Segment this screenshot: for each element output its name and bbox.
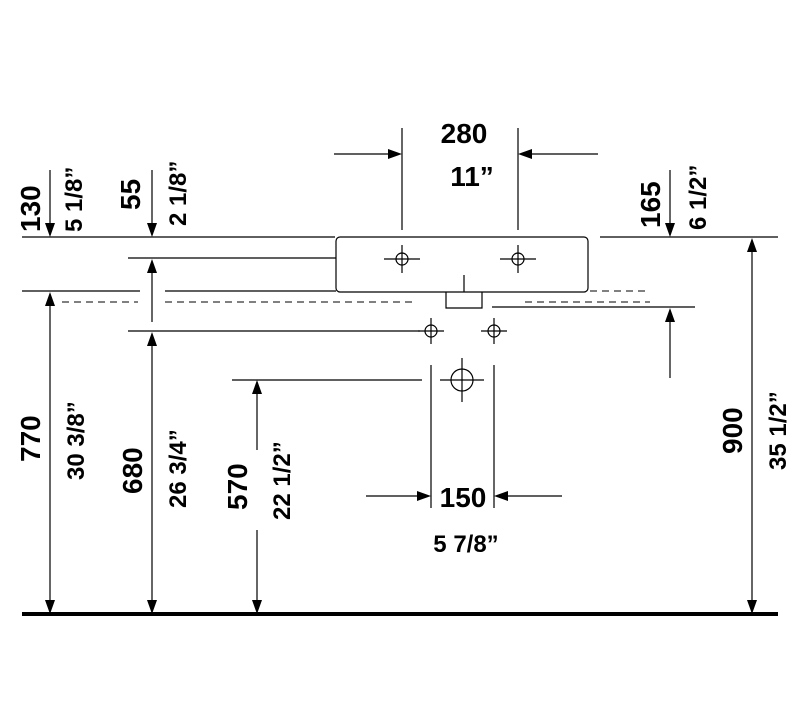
height-900-mm-label: 900 (717, 407, 748, 454)
waste-connection (440, 358, 484, 402)
height-570-head-top (252, 380, 262, 394)
width-arrow-left-head (388, 149, 402, 159)
supply-connection-right (481, 318, 507, 344)
height-770-in-label: 30 3/8” (63, 401, 90, 480)
height-680-in-label: 26 3/4” (165, 429, 192, 508)
spacing-arrow-right-head (494, 491, 508, 501)
spacing-arrow-left-head (417, 491, 431, 501)
supply-connection-left (418, 318, 444, 344)
height-570-head-bottom (252, 600, 262, 614)
depth-right-mm-label: 165 (635, 181, 666, 228)
offset-left-mm-label: 130 (15, 185, 46, 232)
height-680-head-top (147, 332, 157, 346)
drain-stub (445, 292, 483, 309)
height-680-head-bottom (147, 600, 157, 614)
height-900-head-top (747, 238, 757, 252)
depth-right-in-label: 6 1/2” (685, 165, 712, 230)
height-570-mm-label: 570 (222, 463, 253, 510)
basin-outline (335, 236, 589, 293)
depth-right-arrow-up-head (665, 308, 675, 322)
offset-mid-mm-label: 55 (115, 179, 146, 210)
height-900-head-bottom (747, 600, 757, 614)
offset-mid-in-label: 2 1/8” (165, 161, 192, 226)
offset-left-arrow-head (45, 223, 55, 237)
offset-left-in-label: 5 1/8” (61, 167, 88, 232)
tap-hole-left (384, 245, 420, 273)
height-570-in-label: 22 1/2” (269, 441, 296, 520)
depth-right-arrow-head (665, 223, 675, 237)
spacing-mm-label: 150 (440, 482, 487, 513)
offset-mid-arrow-head (147, 223, 157, 237)
height-770-head-top (45, 292, 55, 306)
width-arrow-right-head (518, 149, 532, 159)
height-680-mm-label: 680 (117, 447, 148, 494)
height-900-in-label: 35 1/2” (765, 391, 792, 470)
tap-hole-right (500, 245, 536, 273)
offset-mid-arrow-up-head (147, 259, 157, 273)
height-770-mm-label: 770 (15, 415, 46, 462)
width-in-label: 11” (450, 161, 494, 192)
height-770-head-bottom (45, 600, 55, 614)
spacing-in-label: 5 7/8” (433, 531, 498, 558)
width-mm-label: 280 (441, 118, 488, 149)
